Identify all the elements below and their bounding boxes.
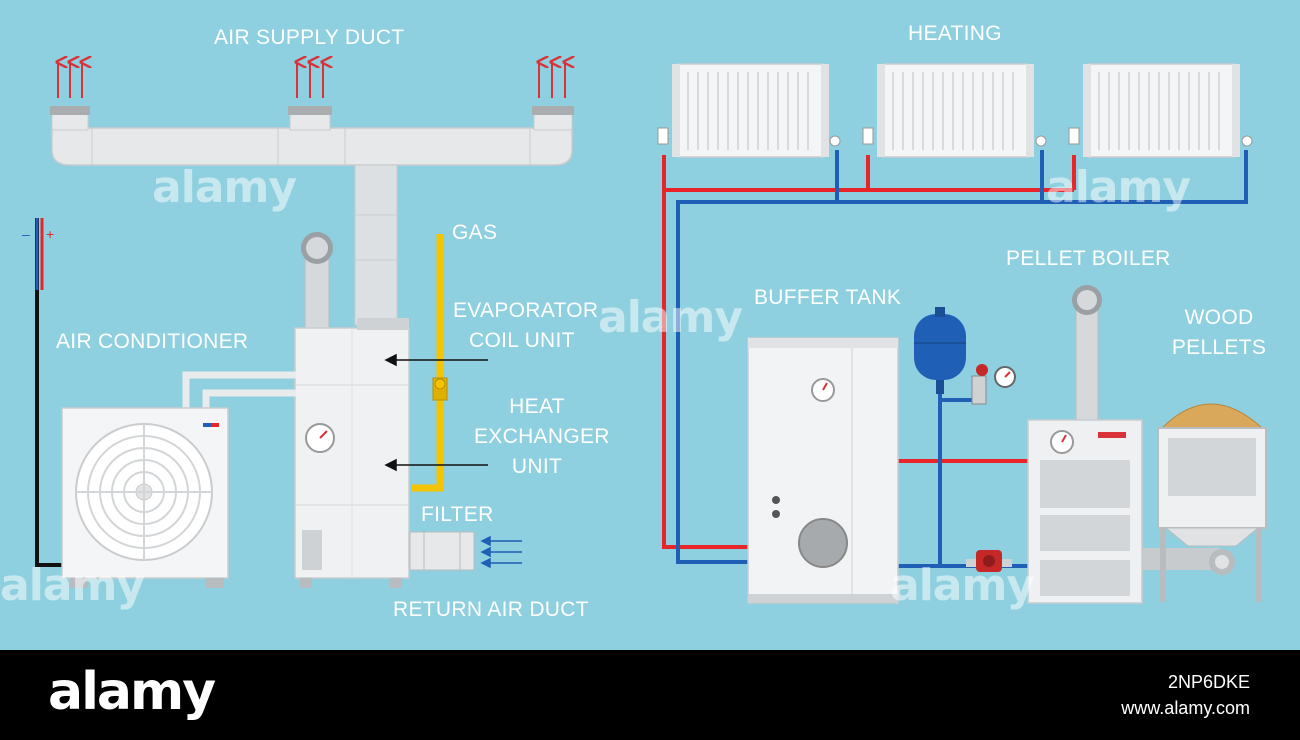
hot-water-pipes	[662, 155, 1076, 549]
radiator-1	[657, 63, 841, 158]
label-evaporator-line2: COIL UNIT	[469, 329, 575, 352]
footer-image-id: 2NP6DKE	[1167, 672, 1250, 692]
label-evaporator-line1: EVAPORATOR	[453, 299, 599, 322]
pellet-boiler-chimney	[1072, 285, 1102, 423]
wire-minus-label: –	[22, 226, 31, 242]
label-evaporator-coil-unit: EVAPORATOR COIL UNIT	[453, 296, 598, 356]
pellet-hopper	[1142, 403, 1267, 602]
ac-outdoor-unit	[61, 407, 229, 588]
label-wood-line2: PELLETS	[1171, 336, 1267, 359]
label-buffer-tank: BUFFER TANK	[754, 286, 902, 309]
diagram-canvas: alamy alamy alamy alamy alamy – + AIR SU…	[0, 0, 1300, 650]
radiator-3	[1068, 63, 1253, 158]
footer-logo: alamy	[48, 662, 216, 722]
filter-unit	[409, 531, 475, 571]
expansion-vessel	[914, 307, 1016, 405]
label-filter: FILTER	[421, 503, 494, 526]
label-gas: GAS	[452, 221, 498, 244]
watermark: alamy	[598, 292, 743, 343]
buffer-tank	[747, 337, 899, 604]
return-air-arrows	[480, 535, 522, 569]
label-heat-exchanger-unit: HEAT EXCHANGER UNIT	[474, 392, 610, 482]
furnace-chimney	[301, 232, 333, 331]
watermark: alamy	[152, 162, 297, 213]
diagram-artwork	[35, 0, 1267, 604]
label-wood-pellets: WOOD PELLETS	[1164, 303, 1274, 363]
pointer-arrows	[384, 353, 488, 472]
label-wood-line1: WOOD	[1184, 306, 1254, 329]
watermark: alamy	[890, 560, 1035, 611]
label-air-supply-duct: AIR SUPPLY DUCT	[214, 26, 405, 49]
furnace	[294, 318, 410, 588]
supply-air-arrows	[58, 62, 565, 98]
footer-bar: alamy 2NP6DKE www.alamy.com	[0, 650, 1300, 740]
watermark: alamy	[1046, 162, 1191, 213]
wire-plus-label: +	[46, 226, 55, 242]
watermark: alamy	[0, 560, 145, 611]
footer-url: www.alamy.com	[1121, 698, 1250, 718]
label-heat-line3: UNIT	[511, 455, 563, 478]
label-heat-line1: HEAT	[509, 395, 565, 418]
ac-refrigerant-lines	[182, 371, 296, 412]
circulation-pump	[966, 550, 1012, 572]
power-wires	[35, 218, 62, 567]
gas-pipe	[412, 234, 448, 492]
label-pellet-boiler: PELLET BOILER	[1006, 247, 1171, 270]
label-heating: HEATING	[908, 22, 1002, 45]
label-air-conditioner: AIR CONDITIONER	[56, 330, 249, 353]
label-return-air-duct: RETURN AIR DUCT	[393, 598, 589, 621]
pellet-boiler	[1027, 419, 1143, 604]
supply-duct	[50, 106, 574, 326]
radiator-2	[862, 63, 1047, 158]
label-heat-line2: EXCHANGER	[474, 425, 610, 448]
